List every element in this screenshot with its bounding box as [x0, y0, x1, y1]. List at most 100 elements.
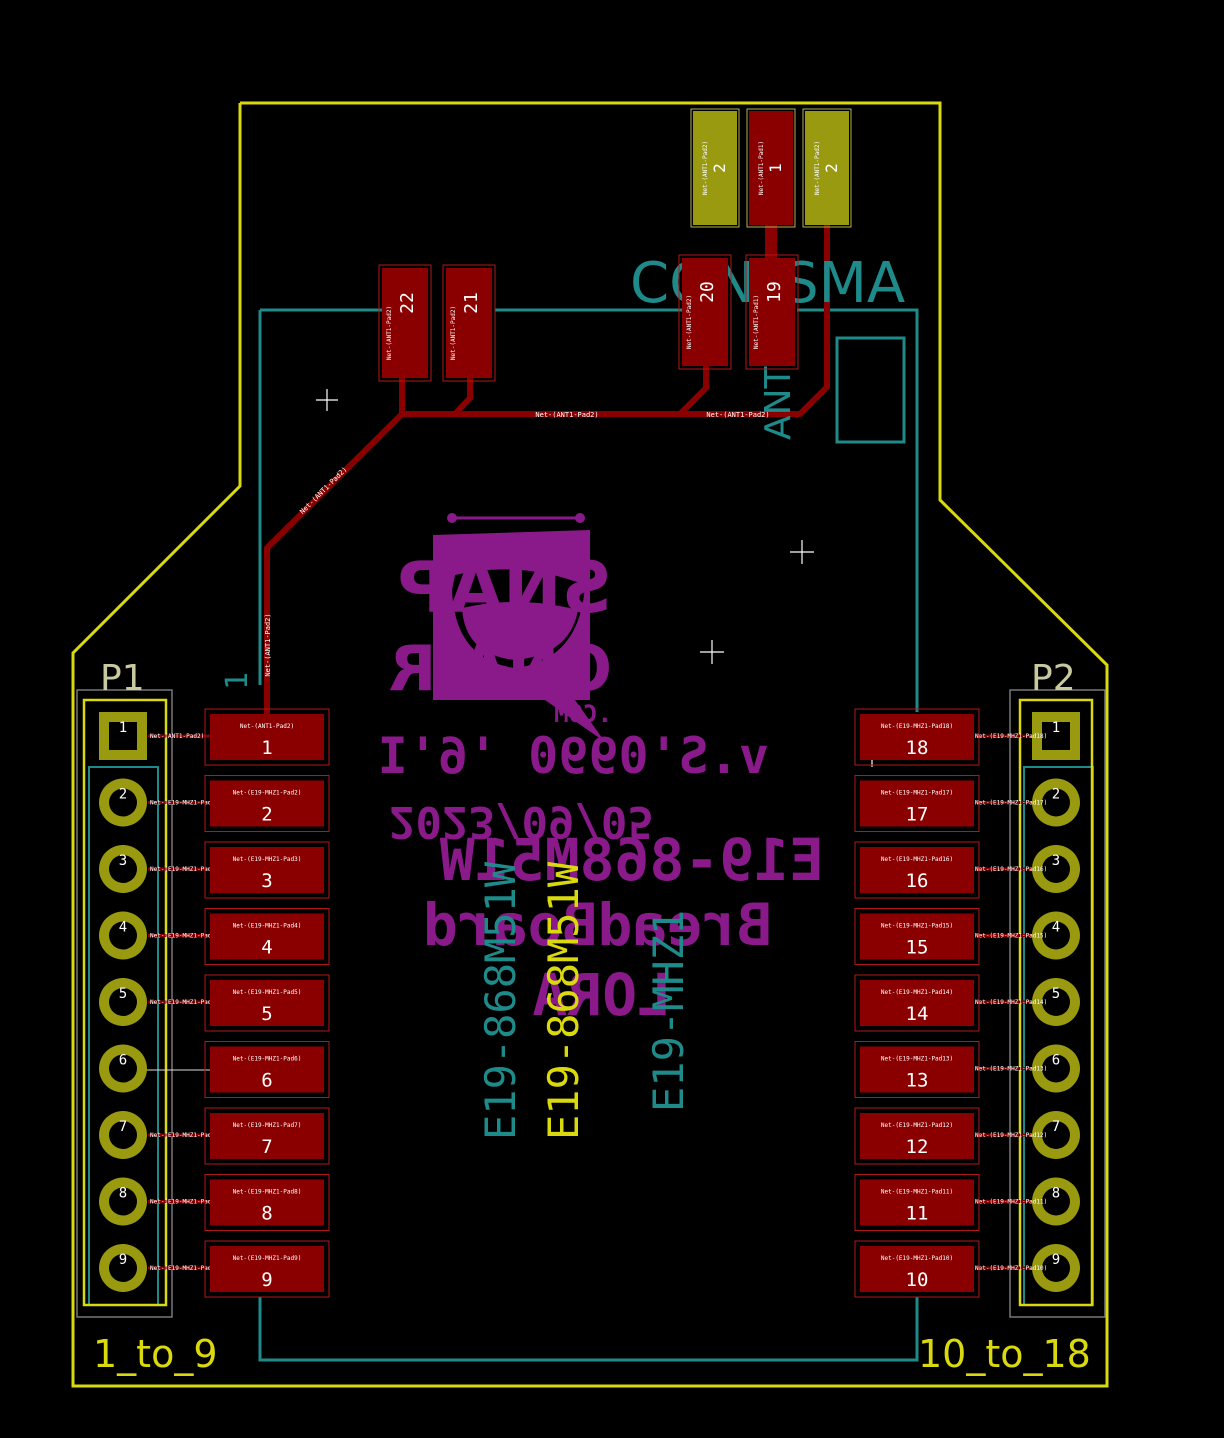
module-left-pad-number: 7	[261, 1136, 272, 1158]
p1-ref-label: P1	[100, 658, 145, 699]
module-left-pad-number: 5	[261, 1003, 272, 1025]
module-right-pad-clearance	[854, 974, 980, 1032]
module-right-pad-clearance	[854, 908, 980, 965]
fab-ref-vertical: E19-MHZ1	[644, 910, 693, 1112]
p2-ref-label: P2	[1031, 658, 1076, 699]
antenna-pad-number: 2	[822, 163, 841, 173]
p2-pin-net-label: Net-(E19-MHZ1-Pad10)	[975, 1265, 1047, 1272]
p2-pin-hole	[1042, 988, 1070, 1016]
module-fab-outline-bottom	[258, 1297, 919, 1362]
module-right-pad-net: Net-(E19-MHZ1-Pad12)	[881, 1122, 953, 1129]
module-right-pad	[860, 913, 974, 960]
module-left-pad-clearance	[204, 908, 330, 965]
module-left-pad-number: 9	[261, 1269, 272, 1291]
module-left-pad	[210, 1179, 324, 1226]
module-top-pad-clearance	[678, 254, 732, 370]
module-right-pad-number: 13	[906, 1070, 929, 1092]
antenna-pad-number: 2	[710, 163, 729, 173]
module-right-pad	[860, 980, 974, 1026]
module-left-pad-number: 4	[261, 937, 272, 959]
antenna-pad	[749, 111, 793, 225]
p1-pin-net-label: Net-(E19-MHZ1-Pad4)	[150, 933, 219, 940]
module-right-pad-number: 14	[906, 1003, 929, 1025]
module-right-pad	[860, 1179, 974, 1226]
silk-date-text: 2023/09/05	[389, 796, 654, 847]
trace-net-label: Net-(ANT1-Pad2)	[298, 465, 348, 515]
p2-value-label: 10_to_18	[918, 1332, 1091, 1376]
p1-pin-number: 7	[119, 1119, 127, 1135]
p2-pin-number: 6	[1052, 1053, 1060, 1069]
module-left-pad-net: Net-(E19-MHZ1-Pad6)	[233, 1056, 302, 1063]
module-right-pad-net: Net-(E19-MHZ1-Pad18)	[881, 723, 953, 730]
p2-pin-number: 2	[1052, 787, 1060, 803]
module-left-pad	[210, 913, 324, 960]
module-top-pad-net: Net-(ANT1-Pad1)	[753, 295, 760, 349]
module-left-pad-net: Net-(ANT1-Pad2)	[240, 723, 294, 730]
module-top-pad-net: Net-(ANT1-Pad2)	[450, 306, 457, 360]
module-right-pad-clearance	[854, 1041, 980, 1098]
trace-net-label: Net-(ANT1-Pad2)	[535, 411, 598, 419]
p1-pin-number: 1	[119, 720, 127, 736]
module-left-pad	[210, 847, 324, 893]
module-pin1-marker: 1	[220, 672, 255, 690]
p2-pin-number: 7	[1052, 1119, 1060, 1135]
p1-pin-net-label: Net-(E19-MHZ1-Pad9)	[150, 1265, 219, 1272]
p2-pin-number: 4	[1052, 920, 1060, 936]
module-left-pad-net: Net-(E19-MHZ1-Pad8)	[233, 1189, 302, 1196]
module-top-pad	[446, 268, 492, 378]
logo-text-line3: .COM	[554, 700, 612, 728]
p2-pin-number: 1	[1052, 720, 1060, 736]
antenna-pad-net: Net-(ANT1-Pad2)	[814, 141, 821, 195]
module-right-pad-number: 10	[906, 1269, 929, 1291]
p1-pin-net-label: Net-(ANT1-Pad2)	[150, 733, 204, 740]
module-left-pad-clearance	[204, 1041, 330, 1098]
module-right-pad	[860, 1246, 974, 1292]
module-left-pad-clearance	[204, 775, 330, 832]
p1-pin-hole	[109, 1054, 137, 1083]
trace-net-label: Net-(ANT1-Pad2)	[264, 613, 272, 676]
module-right-pad-number: 17	[906, 804, 929, 826]
p2-pin-number: 9	[1052, 1252, 1060, 1268]
module-right-pad-net: Net-(E19-MHZ1-Pad16)	[881, 856, 953, 863]
module-top-pad-clearance	[442, 264, 496, 382]
p1-pin-net-label: Net-(E19-MHZ1-Pad3)	[150, 866, 219, 873]
p2-pin-number: 5	[1052, 986, 1060, 1002]
antenna-pad-clearance	[746, 108, 796, 228]
module-right-pad-clearance	[854, 1174, 980, 1231]
p1-pin-hole	[109, 1121, 137, 1149]
logo-text-line1: SNAP	[398, 547, 612, 629]
module-right-pad-net: Net-(E19-MHZ1-Pad15)	[881, 923, 953, 930]
p1-pin-net-label: Net-(E19-MHZ1-Pad8)	[150, 1199, 219, 1206]
module-right-pad	[860, 847, 974, 893]
p1-pin-number: 8	[119, 1186, 127, 1202]
module-left-pad	[210, 1113, 324, 1159]
module-left-pad	[210, 1046, 324, 1093]
module-right-pad-clearance	[854, 1240, 980, 1298]
p2-pin-hole	[1042, 1054, 1070, 1083]
p2-pin-hole	[1042, 722, 1070, 750]
module-top-pad-net: Net-(ANT1-Pad2)	[686, 295, 693, 349]
module-top-pad-net: Net-(ANT1-Pad2)	[386, 306, 393, 360]
module-right-pad-number: 16	[906, 870, 929, 892]
antenna-pad-number: 1	[766, 163, 785, 173]
module-left-pad-net: Net-(E19-MHZ1-Pad4)	[233, 923, 302, 930]
silkscreen-logo	[433, 513, 605, 742]
antenna-ref-label: ANT	[758, 365, 799, 440]
module-left-pad-net: Net-(E19-MHZ1-Pad2)	[233, 790, 302, 797]
module-right-pad-clearance	[854, 841, 980, 899]
module-left-pad-net: Net-(E19-MHZ1-Pad5)	[233, 989, 302, 996]
p2-pin-net-label: Net-(E19-MHZ1-Pad16)	[975, 866, 1047, 873]
p2-pin-net-label: Net-(E19-MHZ1-Pad11)	[975, 1199, 1047, 1206]
trace-ant-pad21	[452, 378, 473, 417]
module-right-pad-clearance	[854, 708, 980, 766]
p2-pin-number: 3	[1052, 853, 1060, 869]
module-right-pad-number: 15	[906, 937, 929, 959]
p2-pin-net-label: Net-(E19-MHZ1-Pad12)	[975, 1132, 1047, 1139]
p2-pin-hole	[1042, 1254, 1070, 1282]
silk-title-line3: LORA	[532, 961, 672, 1029]
module-right-pad	[860, 780, 974, 827]
module-left-pad-net: Net-(E19-MHZ1-Pad9)	[233, 1255, 302, 1262]
p2-pin-hole	[1042, 1121, 1070, 1149]
logo-text-line2: ONAIR	[389, 632, 612, 705]
p1-pin-number: 6	[119, 1053, 127, 1069]
